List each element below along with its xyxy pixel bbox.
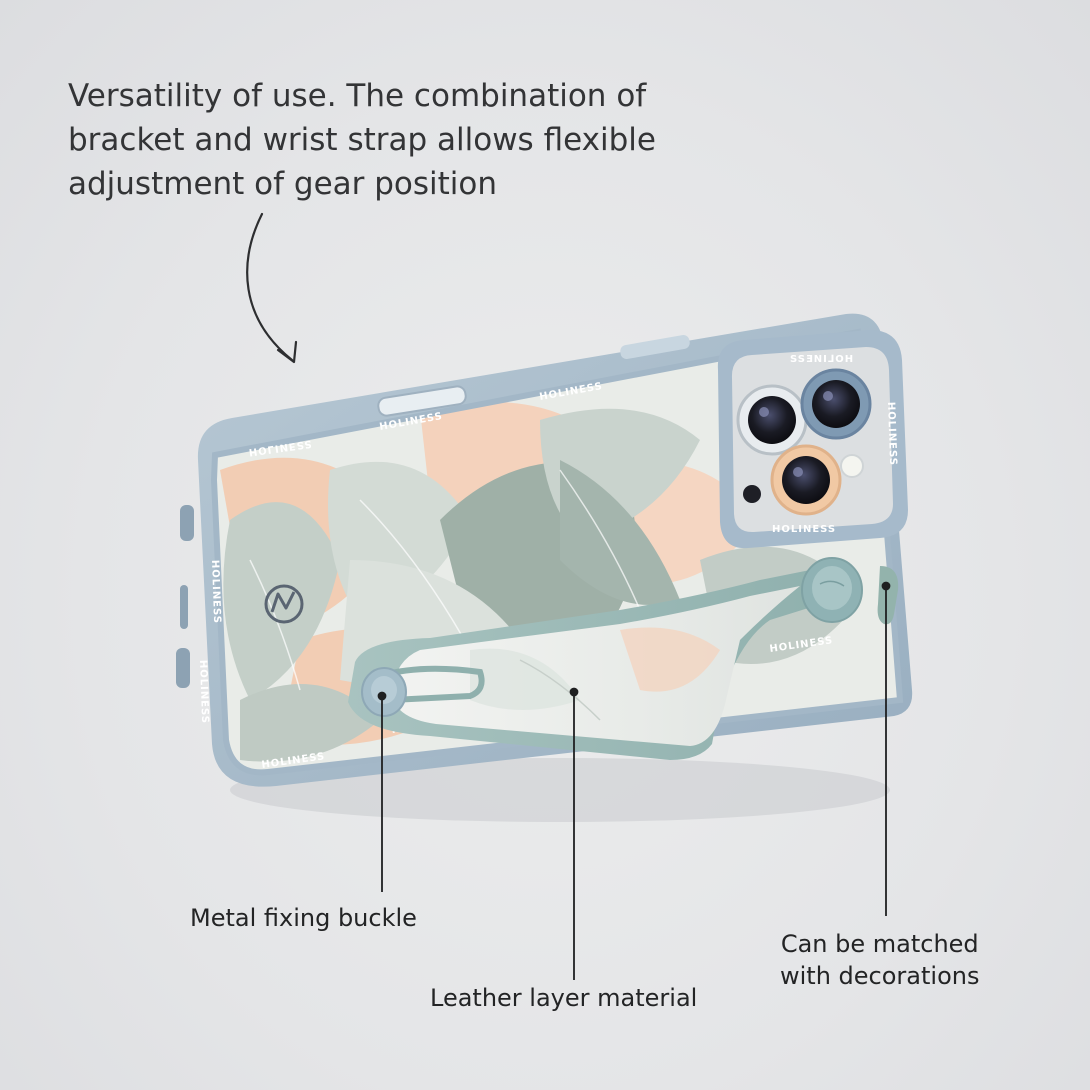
camera-module: SSƎNI⅃OH HOLINESS HOLINESS (717, 330, 908, 549)
headline-line: Versatility of use. The combination of (68, 78, 647, 114)
lidar-sensor (743, 485, 761, 503)
brand-text-camera-bottom: HOLINESS (772, 524, 836, 535)
case-inner-rim (210, 328, 904, 776)
callout-text: Leather layer material (430, 984, 698, 1012)
brand-text-camera-top: SSƎNI⅃OH (790, 354, 854, 365)
brand-text-left: HOLINESS (209, 560, 222, 624)
camera-lens-icon (736, 384, 808, 456)
callout-text: Can be matched (780, 930, 979, 958)
case-shadow (230, 758, 890, 822)
callout-text: with decorations (780, 962, 980, 990)
camera-lens-icon (800, 368, 872, 440)
brand-text-left-2: HOLINESS (197, 660, 210, 724)
callout-decorations-label: Can be matched with decorations (780, 928, 979, 992)
metal-fixing-buckle (361, 667, 407, 717)
side-button (620, 334, 690, 360)
flash-icon (840, 454, 864, 478)
wrist-strap (348, 557, 899, 760)
headline: Versatility of use. The combination of b… (68, 74, 708, 206)
headline-line: bracket and wrist strap allows flexible (68, 122, 656, 158)
brand-text-camera-side: HOLINESS (885, 402, 898, 466)
callout-text: Metal fixing buckle (190, 904, 417, 932)
callout-lines (377, 581, 891, 980)
logo-monogram-icon (264, 584, 304, 624)
side-button-metal (377, 385, 467, 417)
headline-line: adjustment of gear position (68, 166, 498, 202)
callout-buckle-label: Metal fixing buckle (190, 902, 417, 934)
camera-lens-icon (770, 444, 842, 516)
decoration-button (801, 557, 899, 625)
speaker-grill (176, 505, 194, 688)
callout-leather-label: Leather layer material (430, 982, 697, 1014)
curved-arrow-icon (246, 212, 298, 364)
